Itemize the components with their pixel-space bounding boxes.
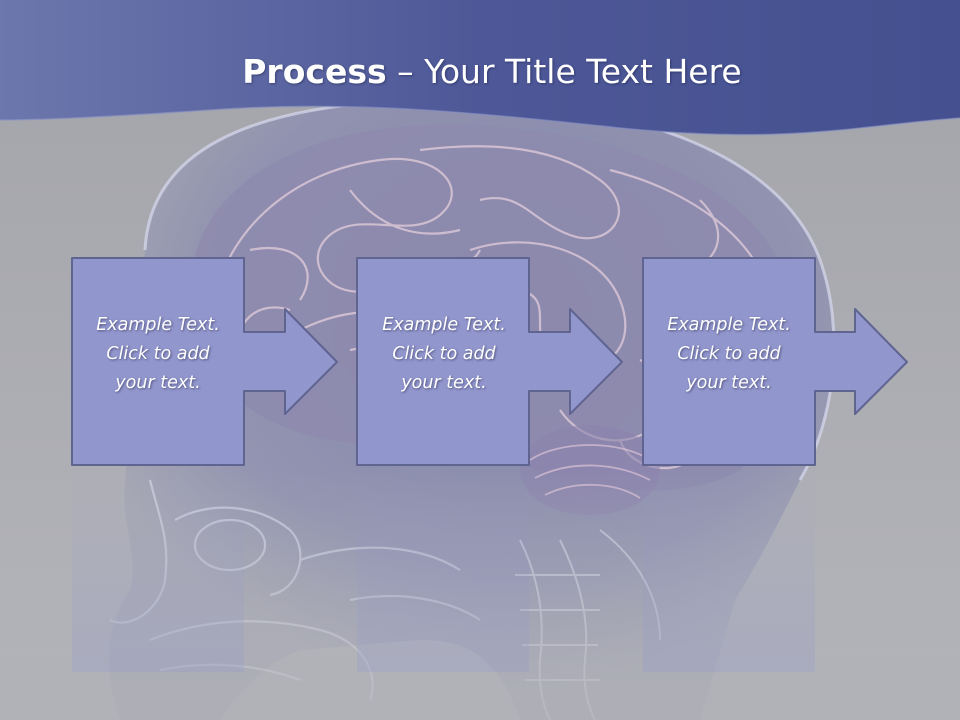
process-step-1[interactable] [71, 257, 338, 672]
slide-title-rest: – Your Title Text Here [386, 52, 742, 91]
step-3-text[interactable]: Example Text. Click to add your text. [667, 315, 791, 393]
slide-title[interactable]: Process – Your Title Text Here [0, 52, 960, 91]
step-2-text[interactable]: Example Text. Click to add your text. [382, 315, 506, 393]
step-1-text[interactable]: Example Text. Click to add your text. [96, 315, 220, 393]
header-band [0, 0, 960, 135]
slide-title-bold: Process [242, 52, 387, 91]
process-step-2[interactable] [356, 257, 623, 672]
process-step-3[interactable] [642, 257, 908, 672]
